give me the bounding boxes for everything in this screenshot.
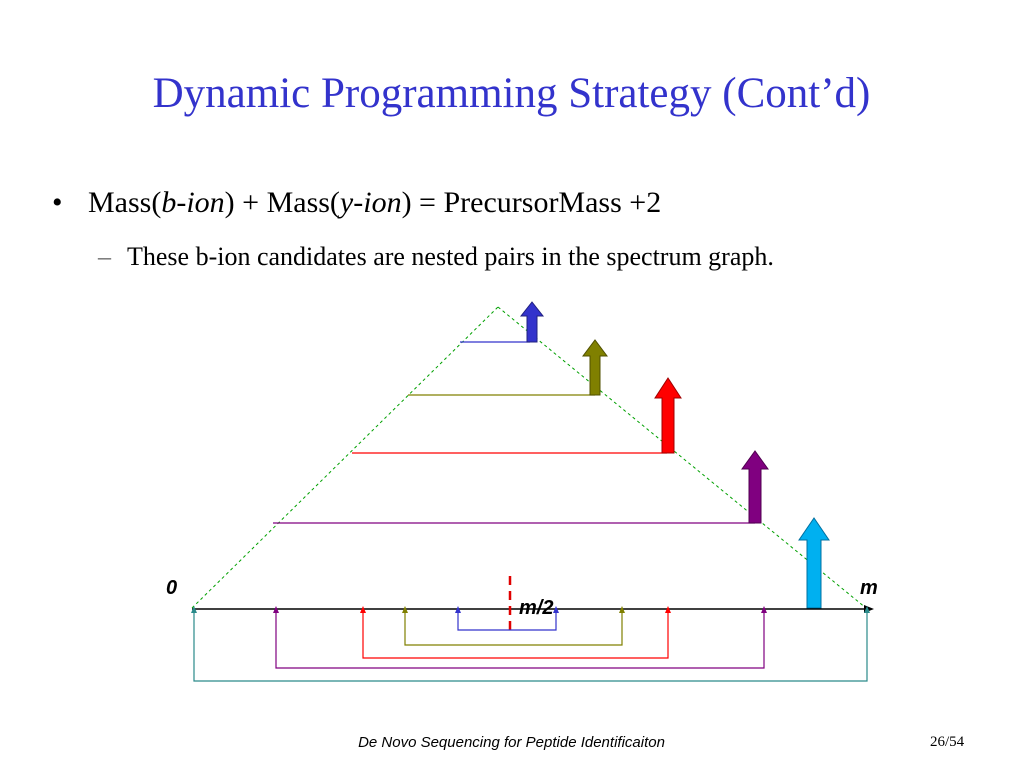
peak-arrow-cyan xyxy=(798,517,830,609)
bullet-text-part3: ) = PrecursorMass +2 xyxy=(401,186,662,219)
pair-bracket-olive xyxy=(402,606,625,646)
axis-label-zero: 0 xyxy=(166,577,177,599)
y-ion-term: y-ion xyxy=(339,186,402,219)
page-number: 26/54 xyxy=(930,734,965,750)
triangle-right-edge xyxy=(497,306,867,609)
b-ion-term: b-ion xyxy=(161,186,225,219)
peak-arrow-red xyxy=(654,377,682,454)
peak-arrow-blue xyxy=(519,301,545,343)
triangle-left-edge xyxy=(191,306,499,609)
bullet-dot: • xyxy=(52,186,63,219)
axis-label-m: m xyxy=(860,577,878,599)
bullet-text-part2: ) + Mass( xyxy=(224,186,340,219)
axis-label-m-half: m/2 xyxy=(519,597,553,619)
sub-bullet-text: These b-ion candidates are nested pairs … xyxy=(127,242,774,271)
pair-bracket-blue xyxy=(455,606,559,631)
sub-bullet-dash: – xyxy=(98,242,111,271)
pair-bracket-purple xyxy=(273,606,767,669)
bullet-mass-equation: • Mass(b-ion) + Mass(y-ion) = PrecursorMa… xyxy=(52,184,952,222)
slide-title: Dynamic Programming Strategy (Cont’d) xyxy=(152,70,871,117)
pair-bracket-red xyxy=(360,606,671,659)
peak-arrow-olive xyxy=(582,339,608,396)
bullet-text-part1: Mass( xyxy=(88,186,162,219)
sub-bullet-nested-pairs: – These b-ion candidates are nested pair… xyxy=(98,240,918,274)
pair-bracket-teal xyxy=(191,606,870,682)
footer-title: De Novo Sequencing for Peptide Identific… xyxy=(358,734,665,751)
peak-arrow-purple xyxy=(741,450,769,524)
